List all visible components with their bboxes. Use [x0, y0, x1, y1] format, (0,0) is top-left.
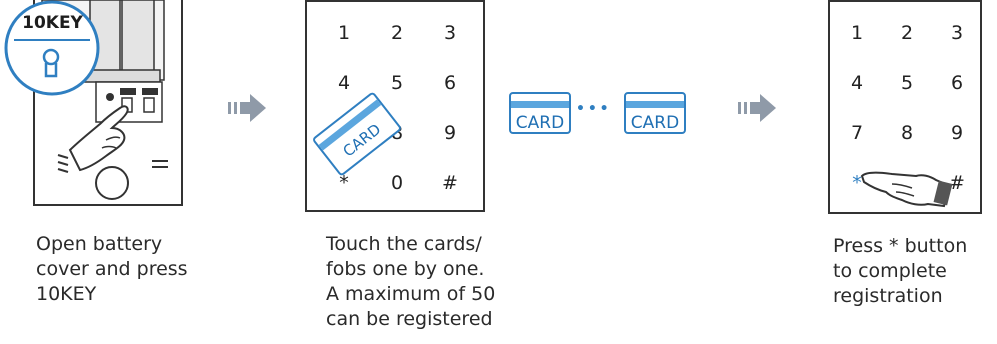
badge-label: 10KEY [22, 13, 83, 33]
key-3: 3 [443, 22, 457, 44]
key-3: 3 [950, 22, 964, 44]
key-9: 9 [443, 122, 457, 144]
key-4: 4 [850, 72, 864, 94]
key-7: 7 [850, 122, 864, 144]
key-5: 5 [900, 72, 914, 94]
key-9: 9 [950, 122, 964, 144]
caption-line: can be registered [326, 308, 493, 330]
card-stripe [626, 101, 684, 108]
key-6: 6 [443, 72, 457, 94]
10key-badge: 10KEY [0, 0, 105, 98]
ellipsis: • • • [576, 101, 609, 117]
caption-line: fobs one by one. [326, 258, 485, 280]
caption-line: Press * button [833, 235, 968, 257]
key-hash: # [949, 172, 965, 194]
key-0: 0 [390, 172, 404, 194]
pointing-hand-icon [856, 162, 956, 216]
key-star: * [339, 172, 349, 194]
right-arrow-icon [738, 92, 778, 128]
key-4: 4 [337, 72, 351, 94]
caption-line: registration [833, 285, 943, 307]
key-1: 1 [337, 22, 351, 44]
key-icon [42, 48, 60, 78]
step-2-caption: Touch the cards/ fobs one by one. A maxi… [326, 232, 495, 332]
step-3-caption: Press * button to complete registration [833, 234, 967, 309]
pointing-hand-icon [68, 105, 129, 172]
badge-circle [4, 0, 100, 96]
card-stripe [511, 101, 569, 108]
caption-line: cover and press [36, 258, 188, 280]
card-icon: CARD [624, 92, 686, 134]
caption-line: Touch the cards/ [326, 233, 482, 255]
key-5: 5 [390, 72, 404, 94]
key-1: 1 [850, 22, 864, 44]
card-label: CARD [630, 113, 680, 133]
key-hash: # [442, 172, 458, 194]
card-icon: CARD [509, 92, 571, 134]
caption-line: A maximum of 50 [326, 283, 496, 305]
step-1-caption: Open battery cover and press 10KEY [36, 232, 188, 307]
key-8: 8 [900, 122, 914, 144]
key-star-highlighted: * [852, 172, 862, 194]
caption-line: Open battery [36, 233, 163, 255]
key-2: 2 [390, 22, 404, 44]
keypad-step-2 [305, 0, 485, 212]
caption-line: to complete [833, 260, 947, 282]
key-2: 2 [900, 22, 914, 44]
caption-line: 10KEY [36, 283, 97, 305]
card-label: CARD [515, 113, 565, 133]
right-arrow-icon [228, 92, 268, 128]
key-6: 6 [950, 72, 964, 94]
